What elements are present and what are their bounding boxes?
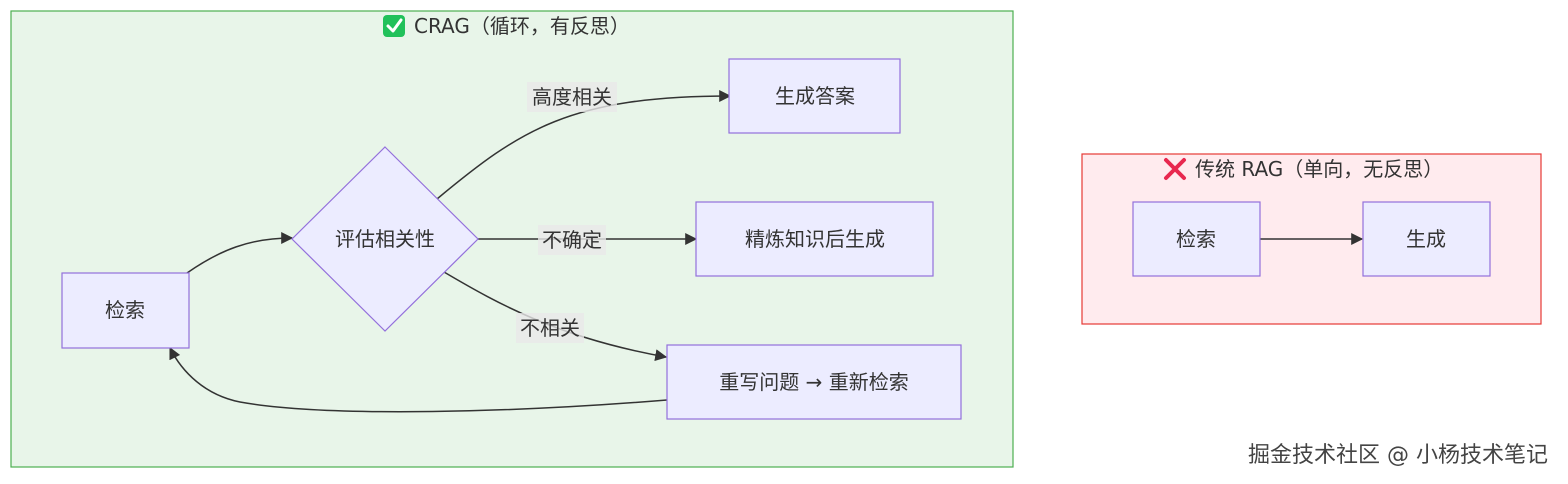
node-trad-retrieve[interactable]: 检索 <box>1132 201 1261 277</box>
svg-text:不确定: 不确定 <box>542 228 602 252</box>
svg-text:重写问题 → 重新检索: 重写问题 → 重新检索 <box>719 370 908 394</box>
node-crag-rewrite[interactable]: 重写问题 → 重新检索 <box>666 344 962 420</box>
edge-label-irrelevant: 不相关 <box>516 313 584 343</box>
svg-text:评估相关性: 评估相关性 <box>335 227 435 251</box>
watermark: 掘金技术社区 @ 小杨技术笔记 <box>1248 443 1548 468</box>
check-mark-icon <box>383 15 405 37</box>
cross-mark-icon <box>1164 158 1186 180</box>
traditional-cluster-title: 传统 RAG（单向，无反思） <box>1195 157 1443 181</box>
crag-cluster-title: CRAG（循环，有反思） <box>414 14 630 38</box>
svg-text:生成答案: 生成答案 <box>775 84 855 108</box>
node-crag-retrieve[interactable]: 检索 <box>61 272 190 349</box>
edge-label-high: 高度相关 <box>527 82 617 112</box>
node-crag-answer[interactable]: 生成答案 <box>728 58 901 134</box>
edge-evaluate-to-answer <box>436 90 732 200</box>
node-crag-refine[interactable]: 精炼知识后生成 <box>695 201 934 277</box>
svg-text:生成: 生成 <box>1406 227 1446 251</box>
node-trad-generate[interactable]: 生成 <box>1362 201 1491 277</box>
svg-text:检索: 检索 <box>105 298 145 322</box>
edge-retrieve-to-evaluate <box>186 232 294 274</box>
edge-label-uncertain: 不确定 <box>538 225 606 255</box>
svg-text:高度相关: 高度相关 <box>532 85 612 109</box>
edge-rewrite-to-retrieve <box>169 346 668 413</box>
node-crag-evaluate[interactable]: 评估相关性 <box>291 146 479 332</box>
svg-text:不相关: 不相关 <box>520 316 580 340</box>
svg-text:检索: 检索 <box>1176 227 1216 251</box>
svg-text:精炼知识后生成: 精炼知识后生成 <box>745 227 885 251</box>
